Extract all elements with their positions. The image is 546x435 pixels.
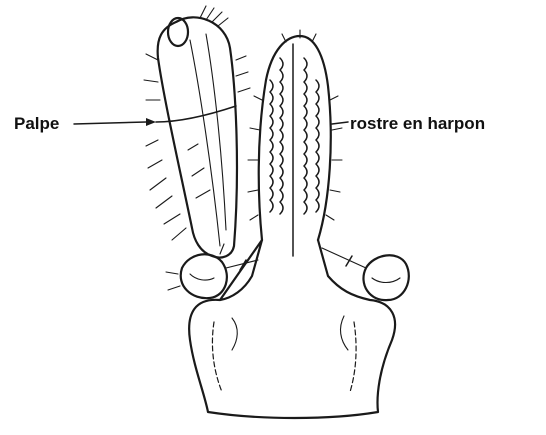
rostrum-label: rostre en harpon [350, 114, 485, 133]
palp-label: Palpe [14, 114, 59, 133]
palp-arrowhead [146, 118, 156, 126]
left-palp-knob [166, 244, 258, 298]
palp [144, 6, 250, 258]
palp-setae [144, 6, 250, 240]
label-rostrum: rostre en harpon [332, 114, 485, 133]
rostrum [248, 30, 342, 256]
right-palp-knob [322, 248, 409, 300]
label-palp: Palpe [14, 114, 156, 133]
